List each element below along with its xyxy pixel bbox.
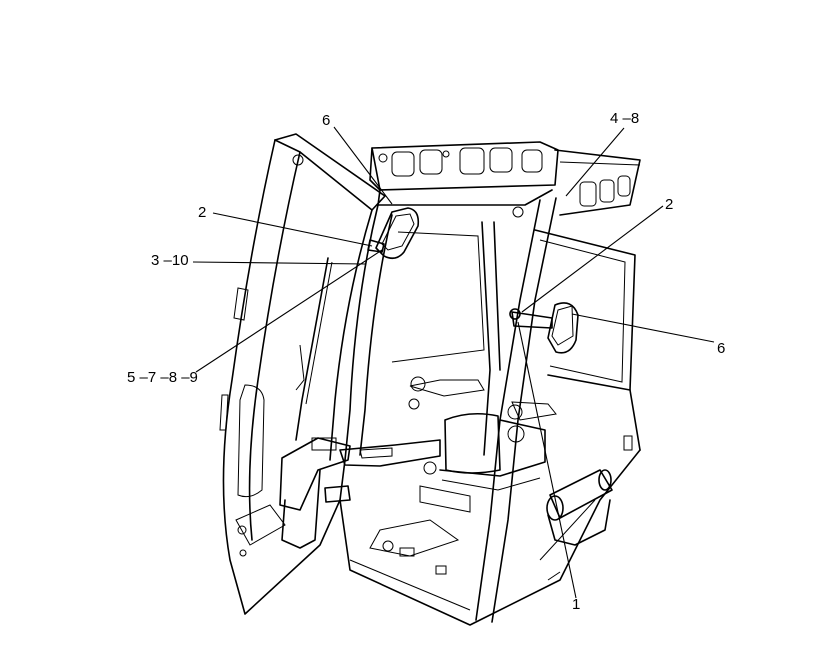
roof-light-bar <box>369 141 641 218</box>
callout-2-left: 2 <box>198 204 206 221</box>
callout-6-right: 6 <box>717 340 725 357</box>
side-tank <box>546 469 613 546</box>
callout-5-7-8-9: 5 –7 –8 –9 <box>127 369 198 386</box>
leader-lines <box>192 126 715 599</box>
leader-6-right <box>571 313 715 343</box>
leader-2-right <box>521 205 664 313</box>
callout-3-10: 3 –10 <box>151 252 189 269</box>
callout-2-right: 2 <box>665 196 673 213</box>
open-door <box>219 133 386 615</box>
callout-4-8: 4 –8 <box>610 110 639 127</box>
leader-3-10 <box>192 261 367 265</box>
cab-frame <box>339 197 641 626</box>
leader-2-left <box>212 212 373 247</box>
leader-4-8 <box>565 127 625 197</box>
callout-1: 1 <box>572 596 580 613</box>
callout-6-left: 6 <box>322 112 330 129</box>
mirror-left <box>367 207 420 260</box>
leader-5-7-8-9 <box>195 249 383 373</box>
mirror-right <box>509 302 579 354</box>
callout-labels: 6 4 –8 2 2 3 –10 5 –7 –8 –9 6 1 <box>127 110 725 613</box>
operator-seat <box>408 376 557 513</box>
front-console <box>279 437 460 575</box>
leader-6-left <box>333 126 393 205</box>
leader-1 <box>517 321 577 599</box>
